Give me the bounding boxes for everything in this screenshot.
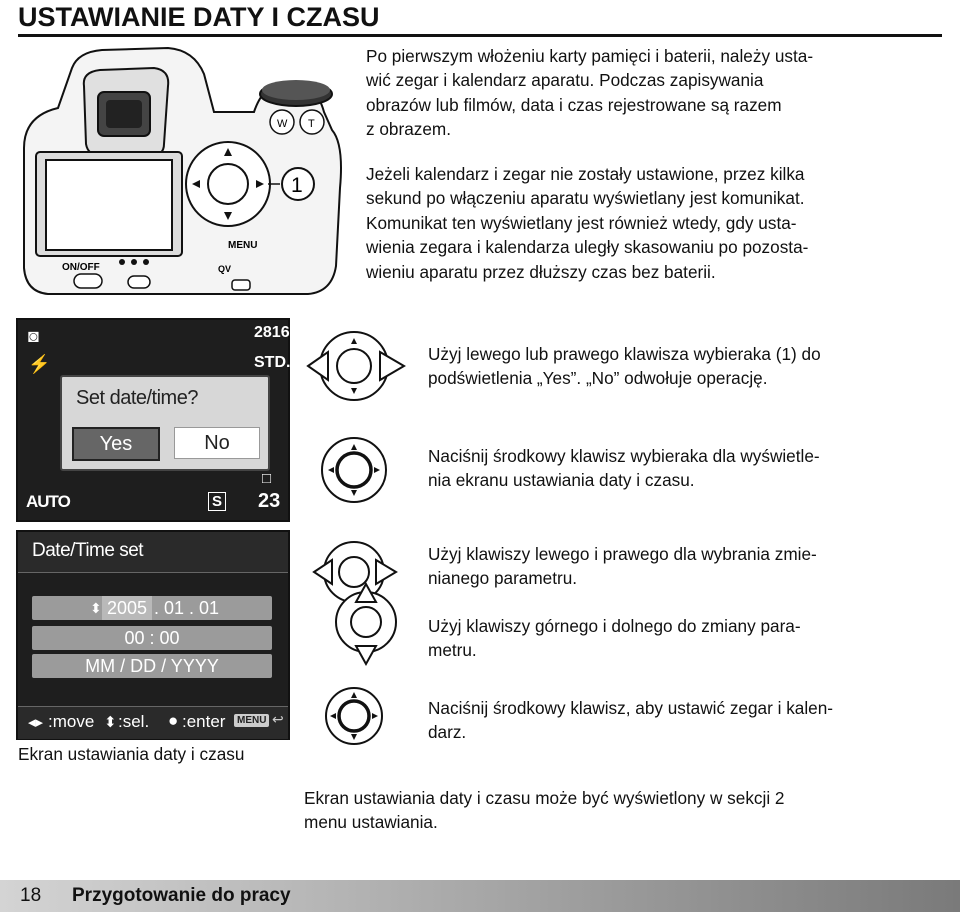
frame-icon: □ xyxy=(262,470,272,487)
text-line: sekund po włączeniu aparatu wyświetlany … xyxy=(366,188,805,209)
text-line: Komunikat ten wyświetlany jest również w… xyxy=(366,212,797,233)
text-line: wić zegar i kalendarz aparatu. Podczas z… xyxy=(366,70,764,91)
hint-move: :move xyxy=(48,712,95,731)
text-line: Naciśnij środkowy klawisz, aby ustawić z… xyxy=(428,698,834,718)
text-line: nianego parametru. xyxy=(428,568,578,589)
menu-label: MENU xyxy=(228,240,257,251)
text-line: Ekran ustawiania daty i czasu może być w… xyxy=(304,788,785,808)
menu-button[interactable]: MENU xyxy=(234,714,270,727)
text-line: metru. xyxy=(428,640,477,661)
text-line: Naciśnij środkowy klawisz wybieraka dla … xyxy=(428,446,820,466)
step-4-text: Użyj klawiszy górnego i dolnego do zmian… xyxy=(428,614,948,663)
step-3-text: Użyj klawiszy lewego i prawego dla wybra… xyxy=(428,542,948,591)
note-text: Ekran ustawiania daty i czasu może być w… xyxy=(304,786,904,835)
text-line: wienia zegara i kalendarza uległy skasow… xyxy=(366,237,809,258)
controller-up-down-icon xyxy=(335,581,397,667)
s-label: S xyxy=(208,492,227,511)
text-line: Użyj klawiszy lewego i prawego dla wybra… xyxy=(428,544,817,564)
camera-mode-icon: ◙ xyxy=(28,326,39,346)
image-size-counter: 2816 xyxy=(254,324,290,341)
text-line: Jeżeli kalendarz i zegar nie zostały ust… xyxy=(366,164,805,184)
on-off-label: ON/OFF xyxy=(62,262,100,273)
text-line: obrazów lub filmów, data i czas rejestro… xyxy=(366,94,782,115)
text-line: menu ustawiania. xyxy=(304,812,438,833)
hint-sel: :sel. xyxy=(118,712,150,731)
screen-title: Date/Time set xyxy=(32,540,144,561)
text-line: wieniu aparatu przez dłuższy czas bez ba… xyxy=(366,261,716,282)
intro-paragraph-1: Po pierwszym włożeniu karty pamięci i ba… xyxy=(366,44,906,142)
section-name: Przygotowanie do pracy xyxy=(72,885,291,906)
date-field[interactable]: ⬍ 2005 . 01 . 01 xyxy=(32,596,272,620)
return-icon: ↩ xyxy=(272,711,284,727)
title-rule xyxy=(18,34,942,37)
text-line: z obrazem. xyxy=(366,119,452,140)
hint-bar: ◂▸ :move ⬍ :sel. ● :enter MENU ↩ xyxy=(18,706,288,739)
text-line: Użyj lewego lub prawego klawisza wybiera… xyxy=(428,344,821,364)
screen-title-bar xyxy=(18,532,288,573)
text-line: podświetlenia „Yes”. „No” odwołuje opera… xyxy=(428,368,768,389)
up-down-arrow-icon: ⬍ xyxy=(90,600,102,616)
text-line: Użyj klawiszy górnego i dolnego do zmian… xyxy=(428,616,801,636)
step-1-text: Użyj lewego lub prawego klawisza wybiera… xyxy=(428,342,948,391)
intro-paragraph-2: Jeżeli kalendarz i zegar nie zostały ust… xyxy=(366,162,926,284)
w-label: W xyxy=(277,118,288,130)
controller-left-right-icon-2 xyxy=(312,541,398,603)
camera-back-illustration: W T 1 MENU QV ON/OFF xyxy=(23,46,342,295)
confirm-dialog: Set date/time? Yes No xyxy=(60,375,270,471)
left-right-arrow-icon: ◂▸ xyxy=(28,714,44,731)
t-label: T xyxy=(308,118,315,130)
time-field[interactable]: 00 : 00 xyxy=(32,626,272,650)
yes-button[interactable]: Yes xyxy=(72,427,160,461)
date-month-day-value[interactable]: . 01 . 01 xyxy=(154,598,220,618)
date-format-field[interactable]: MM / DD / YYYY xyxy=(32,654,272,678)
flash-icon: ⚡ xyxy=(28,354,51,374)
text-line: darz. xyxy=(428,722,467,743)
step-5-text: Naciśnij środkowy klawisz, aby ustawić z… xyxy=(428,696,948,745)
lcd-screen-set-date: ◙ 2816 STD. ⚡ Set date/time? Yes No □ AU… xyxy=(16,318,290,522)
controller-center-icon xyxy=(321,437,387,503)
page-number: 18 xyxy=(20,885,42,906)
controller-left-right-icon xyxy=(306,331,406,401)
date-year-value[interactable]: 2005 xyxy=(102,596,152,620)
text-line: Po pierwszym włożeniu karty pamięci i ba… xyxy=(366,46,814,66)
frames-remaining: 23 xyxy=(258,490,281,512)
text-line: nia ekranu ustawiania daty i czasu. xyxy=(428,470,695,491)
screen-caption: Ekran ustawiania daty i czasu xyxy=(18,744,245,764)
auto-mode-label: AUTO xyxy=(26,492,71,511)
dialog-prompt: Set date/time? xyxy=(76,387,198,409)
hint-enter: :enter xyxy=(182,712,226,731)
page-title: USTAWIANIE DATY I CZASU xyxy=(18,2,380,32)
callout-number: 1 xyxy=(291,174,303,197)
lcd-screen-date-time-set: Date/Time set ⬍ 2005 . 01 . 01 00 : 00 M… xyxy=(16,530,290,740)
no-button[interactable]: No xyxy=(174,427,260,459)
qv-label: QV xyxy=(218,264,231,274)
step-2-text: Naciśnij środkowy klawisz wybieraka dla … xyxy=(428,444,948,493)
footer-bar xyxy=(0,880,960,912)
up-down-hint-icon: ⬍ xyxy=(104,714,117,731)
controller-diagrams xyxy=(306,331,406,745)
quality-indicator: STD. xyxy=(254,354,291,371)
center-button-icon: ● xyxy=(168,711,179,730)
controller-center-icon-2 xyxy=(325,687,383,745)
